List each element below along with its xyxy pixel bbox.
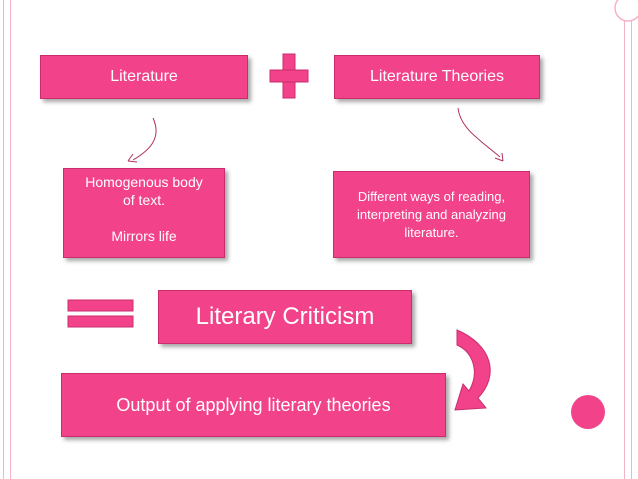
homogenous-line-1: Homogenous body	[85, 174, 203, 190]
homogenous-line-3: Mirrors life	[111, 228, 177, 244]
homogenous-line-2: of text.	[122, 192, 166, 208]
output-box: Output of applying literary theories	[61, 373, 446, 437]
corner-circle-outline	[614, 0, 638, 22]
literary-criticism-box: Literary Criticism	[158, 290, 412, 344]
corner-circle-filled	[571, 395, 605, 429]
frame-line-left-inner	[10, 0, 11, 479]
literature-label: Literature	[110, 68, 178, 85]
different-ways-line-3: literature.	[404, 224, 459, 240]
curved-arrow-right	[457, 107, 504, 162]
homogenous-box: Homogenous body of text. Mirrors life	[63, 168, 225, 258]
equals-icon	[67, 299, 134, 328]
literature-theories-label: Literature Theories	[370, 68, 504, 85]
frame-line-left-outer	[3, 0, 4, 479]
frame-line-right-inner	[624, 0, 625, 479]
literature-box: Literature	[40, 55, 248, 99]
frame-line-right-outer	[631, 0, 632, 479]
different-ways-box: Different ways of reading, interpreting …	[333, 171, 530, 258]
literature-theories-box: Literature Theories	[334, 55, 540, 99]
output-label: Output of applying literary theories	[116, 394, 391, 415]
different-ways-line-1: Different ways of reading,	[357, 188, 506, 204]
different-ways-line-2: interpreting and analyzing	[357, 206, 506, 222]
curved-arrow-left	[127, 117, 157, 163]
plus-icon	[269, 53, 309, 99]
curved-arrow-down	[454, 329, 491, 411]
literary-criticism-label: Literary Criticism	[195, 303, 375, 330]
